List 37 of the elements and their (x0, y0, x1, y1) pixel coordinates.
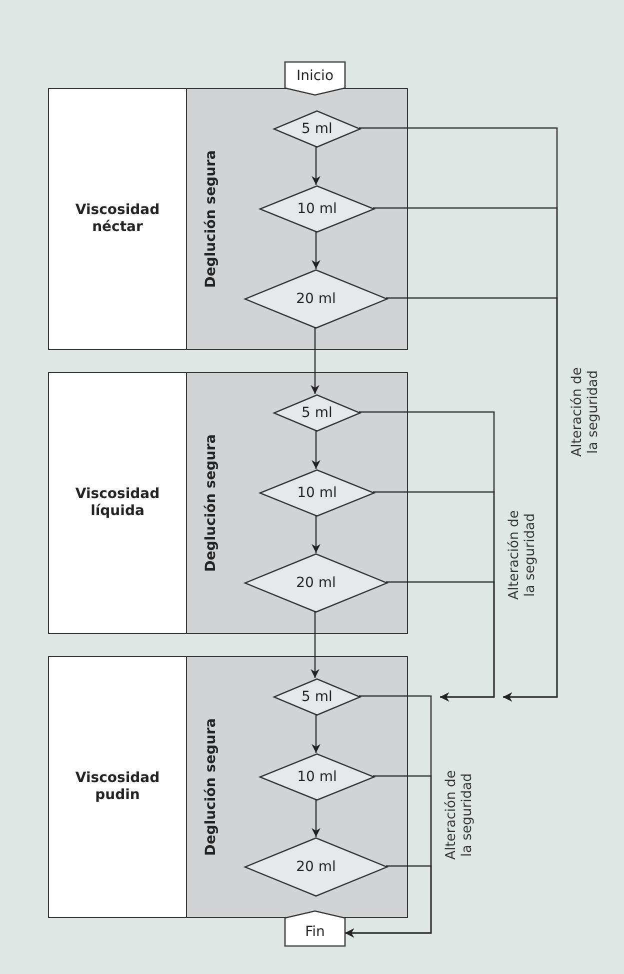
arrow (312, 231, 320, 269)
arrow (312, 714, 320, 753)
arrow (312, 515, 320, 553)
terminal-shape: Inicio (285, 62, 345, 95)
decision-diamond: 5 ml (274, 679, 360, 715)
panel-title: Deglución segura (203, 150, 219, 288)
arrow (386, 297, 558, 702)
arrow (386, 581, 495, 702)
decision-diamond: 20 ml (245, 270, 387, 328)
decision-diamond: 5 ml (274, 395, 360, 431)
arrow (345, 865, 432, 938)
decision-diamond: 10 ml (260, 754, 374, 800)
category-box (48, 372, 186, 634)
arrow (312, 799, 320, 837)
arrow (310, 611, 320, 678)
decision-diamond: 10 ml (260, 186, 374, 232)
edge-label: Alteración de la seguridad (442, 769, 476, 862)
terminal-shape: Fin (285, 911, 345, 946)
group-panel (186, 88, 408, 350)
category-box (48, 656, 186, 918)
decision-diamond: 5 ml (274, 111, 360, 147)
decision-diamond: 20 ml (245, 554, 387, 612)
arrow (310, 327, 320, 394)
edge-label: Alteración de la seguridad (568, 366, 602, 459)
category-title: Viscosidad néctar (74, 202, 161, 236)
arrow (312, 430, 320, 469)
category-box (48, 88, 186, 350)
group-panel (186, 656, 408, 918)
arrow (312, 146, 320, 185)
group-panel (186, 372, 408, 634)
category-title: Viscosidad pudin (74, 770, 161, 804)
decision-diamond: 10 ml (260, 470, 374, 516)
panel-title: Deglución segura (203, 434, 219, 572)
category-title: Viscosidad líquida (74, 486, 161, 520)
edge-label: Alteración de la seguridad (506, 509, 538, 602)
panel-title: Deglución segura (203, 718, 219, 856)
decision-diamond: 20 ml (245, 838, 387, 896)
